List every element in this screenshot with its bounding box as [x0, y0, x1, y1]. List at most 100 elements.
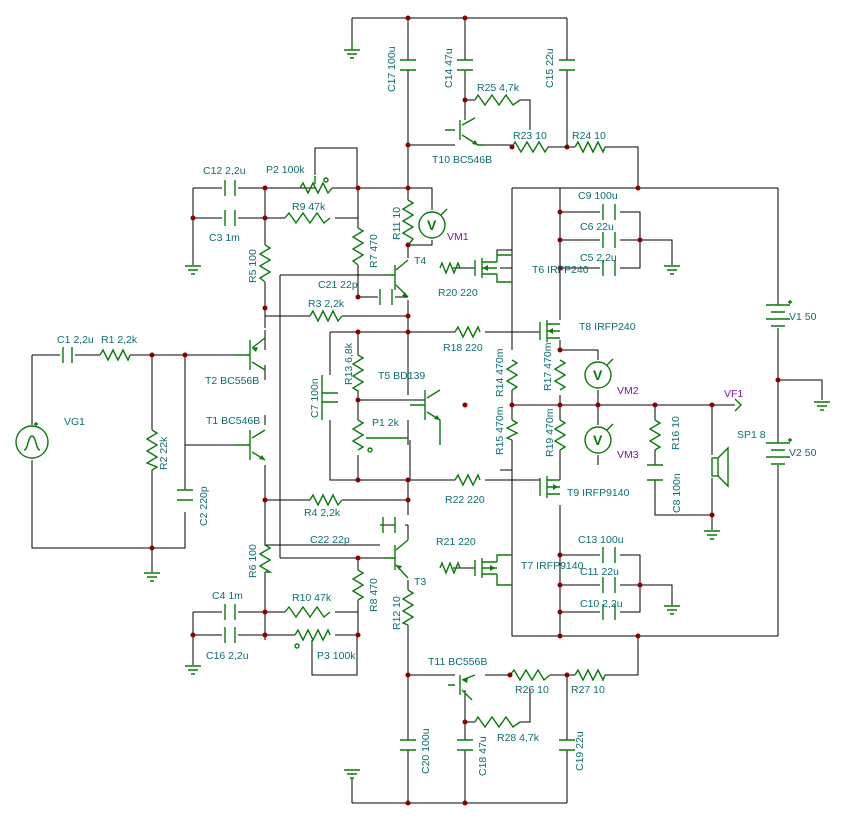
label-c4: C4 1m	[212, 590, 243, 602]
wires	[31, 17, 823, 804]
capacitor-c17-icon	[400, 59, 416, 71]
label-r14: R14 470m	[494, 348, 506, 397]
capacitor-c19-icon	[559, 739, 575, 751]
resistor-r4-icon	[309, 493, 343, 507]
resistor-r6-icon	[258, 544, 273, 573]
capacitor-c5-icon	[602, 260, 616, 276]
resistor-r17-icon	[553, 359, 567, 391]
label-c22: C22 22p	[310, 534, 350, 546]
ground-icon	[185, 665, 201, 675]
label-r26: R26 10	[515, 684, 549, 696]
capacitor-c2-icon	[177, 489, 193, 501]
resistor-r3-icon	[309, 309, 343, 323]
ground-icon	[704, 530, 720, 540]
mosfet-t6-icon	[474, 254, 512, 283]
label-r2: R2 22k	[158, 436, 170, 470]
transistor-t1-icon	[235, 429, 266, 461]
label-t1: T1 BC546B	[206, 415, 260, 427]
capacitor-c1-icon	[62, 347, 73, 363]
label-r17: R17 470m	[542, 342, 554, 391]
capacitor-c3-icon	[224, 210, 236, 226]
resistor-r16-icon	[648, 419, 662, 451]
label-v2: V2 50	[789, 447, 817, 459]
voltmeter-vm3-icon	[584, 423, 614, 454]
transistor-t2-icon	[235, 337, 266, 371]
resistor-r5-icon	[258, 244, 272, 283]
resistor-r11-icon	[401, 199, 415, 246]
component-labels: C17 100u C14 47u C15 22u R25 4,7k R23 10…	[57, 46, 817, 776]
label-r3: R3 2,2k	[308, 298, 345, 310]
capacitor-c11-icon	[602, 577, 616, 593]
label-r23: R23 10	[513, 130, 547, 142]
capacitor-c12-icon	[224, 180, 236, 196]
capacitor-c14-icon	[457, 59, 473, 71]
label-c21: C21 22p	[318, 279, 358, 291]
label-t5: T5 BD139	[378, 370, 425, 382]
label-p3: P3 100k	[317, 650, 356, 662]
capacitor-c4-icon	[224, 604, 236, 620]
ground-icon	[144, 572, 160, 582]
label-r9: R9 47k	[292, 201, 326, 213]
resistor-r27-icon	[574, 668, 606, 682]
resistor-r24-icon	[574, 140, 606, 154]
resistor-r10-icon	[284, 605, 331, 619]
label-r19: R19 470m	[544, 408, 556, 457]
vm3-symbol: V	[593, 432, 603, 448]
transistor-t4-icon	[385, 259, 409, 298]
resistor-r20-icon	[439, 261, 461, 275]
speaker-icon	[711, 446, 729, 488]
label-c15: C15 22u	[544, 48, 556, 88]
label-r28: R28 4,7k	[497, 732, 540, 744]
label-r1: R1 2,2k	[101, 334, 138, 346]
label-r20: R20 220	[438, 287, 478, 299]
vm1-symbol: V	[427, 217, 437, 233]
resistor-r19-icon	[553, 419, 567, 451]
potentiometer-p2-icon	[299, 176, 333, 195]
label-c10: C10 2,2u	[580, 598, 623, 610]
resistor-r8-icon	[351, 569, 365, 601]
battery-v1-icon	[766, 300, 792, 327]
label-p2: P2 100k	[266, 164, 305, 176]
label-sp1: SP1 8	[737, 429, 766, 441]
resistor-r21-icon	[439, 561, 461, 575]
resistor-r26-icon	[509, 668, 551, 682]
ground-icon	[344, 769, 360, 779]
resistor-r14-icon	[505, 359, 519, 391]
resistor-r1-icon	[99, 348, 131, 362]
label-r10: R10 47k	[292, 592, 332, 604]
label-c20: C20 100u	[420, 728, 432, 774]
mosfet-t7-icon	[474, 554, 512, 586]
label-c5: C5 2,2u	[580, 252, 617, 264]
label-r5: R5 100	[247, 249, 259, 283]
ground-icon	[664, 265, 680, 275]
label-t9: T9 IRFP9140	[567, 487, 630, 499]
ground-icon	[664, 605, 680, 615]
vm2-symbol: V	[593, 367, 603, 383]
capacitor-c8-icon	[647, 464, 663, 481]
mosfet-t9-icon	[539, 476, 560, 498]
resistor-r12-icon	[401, 589, 415, 626]
resistor-r2-icon	[145, 429, 159, 471]
components: V V V	[15, 40, 830, 779]
label-v1: V1 50	[789, 311, 817, 323]
capacitor-c15-icon	[559, 59, 575, 71]
label-c3: C3 1m	[209, 232, 240, 244]
label-t6: T6 IRFP240	[532, 264, 589, 276]
resistor-r18-icon	[454, 325, 481, 339]
label-vm2: VM2	[617, 385, 639, 397]
label-r8: R8 470	[368, 578, 380, 612]
label-t7: T7 IRFP9140	[521, 560, 584, 572]
capacitor-c10-icon	[602, 604, 616, 620]
transistor-t10-icon	[445, 117, 485, 146]
label-r24: R24 10	[572, 130, 606, 142]
capacitor-c21-icon	[379, 289, 393, 305]
label-c11: C11 22u	[580, 566, 619, 578]
capacitor-c13-icon	[602, 547, 616, 563]
capacitor-c16-icon	[224, 627, 236, 643]
label-t10: T10 BC546B	[432, 154, 492, 166]
label-r12: R12 10	[391, 596, 403, 630]
label-vf1: VF1	[724, 388, 743, 400]
battery-v2-icon	[766, 438, 792, 465]
label-c13: C13 100u	[578, 534, 624, 546]
